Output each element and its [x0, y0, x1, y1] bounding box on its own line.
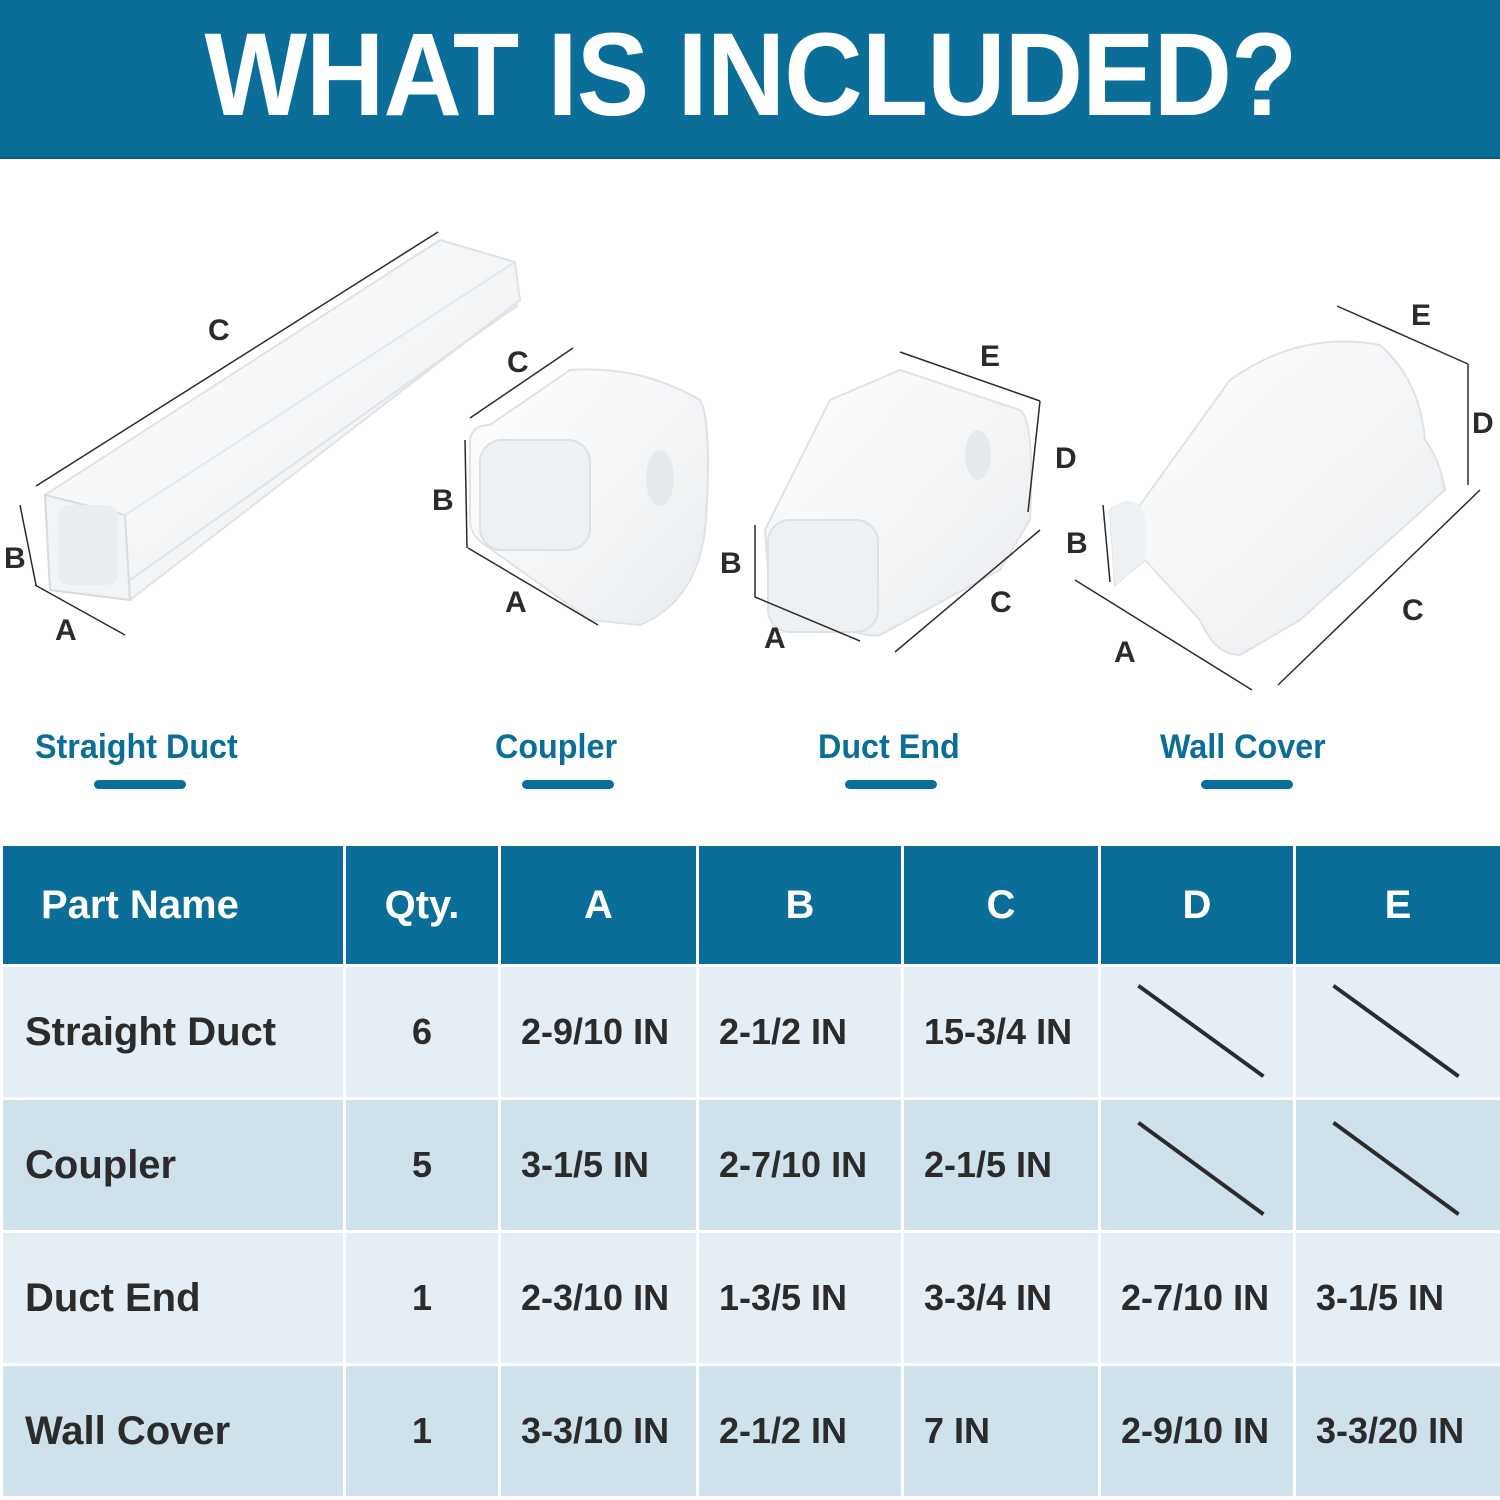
cell-b: 2-1/2 IN [696, 964, 904, 1100]
table-row: Straight Duct 6 2-9/10 IN 2-1/2 IN 15-3/… [0, 964, 1500, 1100]
underline-wall-cover [1201, 780, 1293, 789]
cell-part-name: Duct End [0, 1230, 346, 1366]
cell-a: 2-3/10 IN [498, 1230, 699, 1366]
underline-duct-end [845, 780, 937, 789]
svg-text:C: C [507, 346, 529, 379]
cell-e: 3-3/20 IN [1293, 1363, 1500, 1499]
cell-d-not-applicable [1098, 964, 1296, 1100]
svg-text:A: A [764, 622, 786, 655]
header-a: A [498, 843, 699, 967]
label-coupler: Coupler [495, 728, 618, 766]
cell-b: 1-3/5 IN [696, 1230, 904, 1366]
svg-text:B: B [4, 542, 26, 575]
cell-a: 2-9/10 IN [498, 964, 699, 1100]
duct-end-image: E D B A C [720, 340, 1077, 655]
cell-c: 2-1/5 IN [901, 1097, 1101, 1233]
label-wall-cover: Wall Cover [1160, 728, 1326, 766]
header-qty: Qty. [343, 843, 501, 967]
cell-qty: 1 [343, 1363, 501, 1499]
slash-icon [1137, 1121, 1265, 1216]
cell-part-name: Straight Duct [0, 964, 346, 1100]
coupler-image: C B A [432, 346, 709, 627]
cell-d: 2-9/10 IN [1098, 1363, 1296, 1499]
svg-text:D: D [1055, 442, 1077, 475]
table-row: Wall Cover 1 3-3/10 IN 2-1/2 IN 7 IN 2-9… [0, 1363, 1500, 1499]
svg-text:B: B [432, 484, 454, 517]
wall-cover-image: E D B A C [1066, 299, 1494, 691]
svg-text:E: E [980, 340, 1000, 373]
header-e: E [1293, 843, 1500, 967]
header-b: B [696, 843, 904, 967]
cell-qty: 6 [343, 964, 501, 1100]
cell-part-name: Coupler [0, 1097, 346, 1233]
product-illustrations: C B A C B A E D B [0, 160, 1500, 720]
slash-icon [1332, 984, 1460, 1078]
cell-qty: 1 [343, 1230, 501, 1366]
dimensions-table: Part Name Qty. A B C D E Straight Duct 6… [0, 843, 1500, 1499]
label-duct-end: Duct End [818, 728, 960, 766]
svg-text:A: A [1114, 636, 1136, 669]
cell-e: 3-1/5 IN [1293, 1230, 1500, 1366]
cell-b: 2-1/2 IN [696, 1363, 904, 1499]
label-straight-duct: Straight Duct [35, 728, 238, 766]
table-row: Duct End 1 2-3/10 IN 1-3/5 IN 3-3/4 IN 2… [0, 1230, 1500, 1366]
header-d: D [1098, 843, 1296, 967]
table-row: Coupler 5 3-1/5 IN 2-7/10 IN 2-1/5 IN [0, 1097, 1500, 1233]
cell-d-not-applicable [1098, 1097, 1296, 1233]
cell-d: 2-7/10 IN [1098, 1230, 1296, 1366]
cell-a: 3-3/10 IN [498, 1363, 699, 1499]
cell-part-name: Wall Cover [0, 1363, 346, 1499]
svg-text:D: D [1472, 407, 1494, 440]
cell-c: 7 IN [901, 1363, 1101, 1499]
product-labels: Straight Duct Coupler Duct End Wall Cove… [0, 728, 1500, 808]
underline-coupler [522, 780, 614, 789]
header-banner: WHAT IS INCLUDED? [0, 0, 1500, 159]
svg-text:A: A [55, 614, 77, 647]
cell-e-not-applicable [1293, 964, 1500, 1100]
cell-b: 2-7/10 IN [696, 1097, 904, 1233]
header-part-name: Part Name [0, 843, 346, 967]
cell-qty: 5 [343, 1097, 501, 1233]
slash-icon [1332, 1121, 1460, 1216]
table-header-row: Part Name Qty. A B C D E [0, 843, 1500, 967]
slash-icon [1137, 984, 1265, 1078]
svg-text:A: A [505, 586, 527, 619]
svg-text:C: C [208, 314, 230, 347]
svg-text:B: B [1066, 527, 1088, 560]
svg-text:C: C [990, 586, 1012, 619]
svg-text:C: C [1402, 594, 1424, 627]
page-title: WHAT IS INCLUDED? [204, 8, 1297, 141]
svg-text:E: E [1411, 299, 1431, 332]
svg-text:B: B [720, 547, 742, 580]
straight-duct-image: C B A [4, 231, 522, 647]
header-c: C [901, 843, 1101, 967]
cell-a: 3-1/5 IN [498, 1097, 699, 1233]
cell-e-not-applicable [1293, 1097, 1500, 1233]
cell-c: 15-3/4 IN [901, 964, 1101, 1100]
cell-c: 3-3/4 IN [901, 1230, 1101, 1366]
underline-straight-duct [94, 780, 186, 789]
